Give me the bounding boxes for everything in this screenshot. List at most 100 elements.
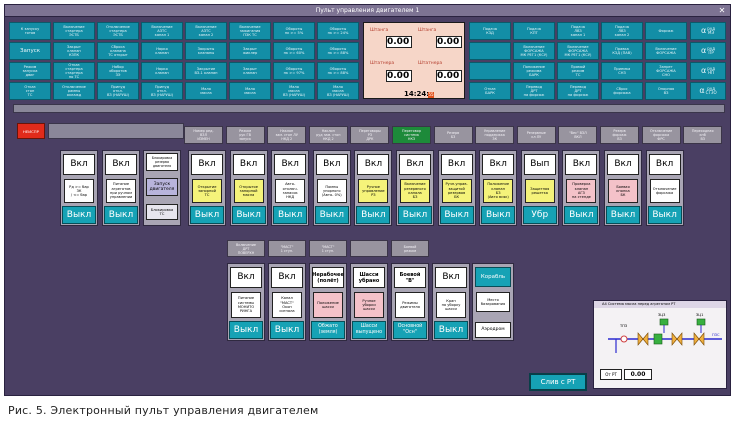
off-button[interactable]: Выкл: [314, 206, 349, 224]
off-button[interactable]: Выкл: [190, 206, 224, 224]
off-button[interactable]: Выкл: [564, 206, 599, 224]
mode-tile[interactable]: [469, 62, 511, 80]
mode-tile[interactable]: Форсаж: [645, 22, 687, 40]
state-bottom-button[interactable]: Выкл: [270, 321, 304, 339]
off-button[interactable]: Выкл: [231, 206, 266, 224]
airfield-button[interactable]: Аэродром: [475, 322, 511, 338]
off-button[interactable]: Выкл: [439, 206, 474, 224]
on-button[interactable]: Вкл: [105, 154, 137, 175]
state-top-button[interactable]: Вкл: [271, 267, 303, 288]
state-bottom-button[interactable]: Выкл: [229, 321, 263, 339]
mode-tile[interactable]: [469, 42, 511, 60]
off-button[interactable]: Выкл: [606, 206, 640, 224]
state-bottom-button[interactable]: Обжато (земля): [311, 321, 345, 339]
off-button[interactable]: Выкл: [398, 206, 432, 224]
on-button[interactable]: Вкл: [357, 154, 390, 175]
close-icon[interactable]: ✕: [718, 6, 726, 15]
state-top-button[interactable]: Вкл: [230, 267, 262, 288]
on-button[interactable]: Вкл: [232, 154, 265, 175]
off-button[interactable]: Выкл: [62, 206, 96, 224]
drain-rt-button[interactable]: Слив с РТ: [529, 373, 587, 391]
on-button[interactable]: Вкл: [648, 154, 681, 175]
on-button[interactable]: Вкл: [274, 154, 307, 175]
state-bottom-button[interactable]: Основной "Осн": [393, 321, 427, 339]
off-button[interactable]: Выкл: [481, 206, 516, 224]
state-bottom-button[interactable]: Шасси выпущено: [352, 321, 386, 339]
on-button[interactable]: Вып: [523, 154, 556, 175]
off-button[interactable]: Выкл: [104, 206, 138, 224]
on-button[interactable]: Вкл: [565, 154, 598, 175]
off-button[interactable]: Выкл: [647, 206, 682, 224]
off-button[interactable]: Выкл: [356, 206, 391, 224]
on-button[interactable]: Вкл: [191, 154, 223, 175]
on-button[interactable]: Вкл: [440, 154, 473, 175]
on-button[interactable]: Вкл: [482, 154, 515, 175]
state-top-button[interactable]: Боевой "В": [394, 267, 426, 288]
on-button[interactable]: Вкл: [399, 154, 431, 175]
ship-button[interactable]: Корабль: [475, 267, 511, 287]
on-button[interactable]: Вкл: [607, 154, 639, 175]
state-bottom-button[interactable]: Выкл: [434, 321, 468, 339]
state-top-button[interactable]: Вкл: [435, 267, 467, 288]
on-button[interactable]: Вкл: [63, 154, 95, 175]
status-tile[interactable]: Запуск: [9, 42, 51, 60]
off-button[interactable]: Выкл: [273, 206, 308, 224]
on-button[interactable]: Вкл: [315, 154, 348, 175]
off-button[interactable]: Убр: [522, 206, 557, 224]
state-top-button[interactable]: Нерабочее (полёт): [312, 267, 344, 288]
